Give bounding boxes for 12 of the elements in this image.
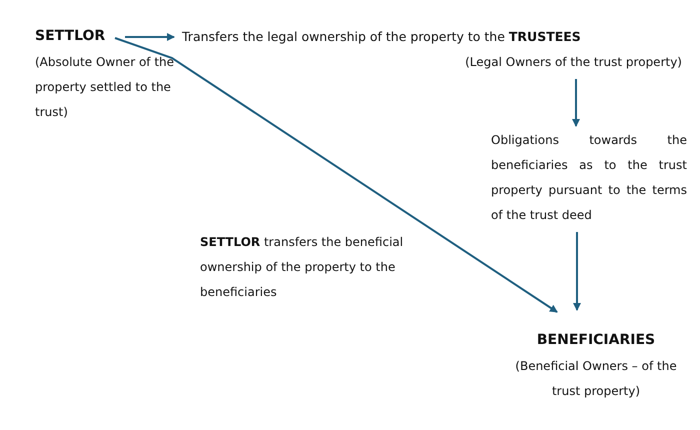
party-heading: SETTLOR <box>35 28 106 44</box>
party-note: (Beneficial Owners – of the trust property) <box>514 358 678 400</box>
obligation-text: Obligations towards the beneficiaries as to the trust property pursuant to the terms of the trust deed <box>491 132 687 224</box>
party-note: (Legal Owners of the trust property) <box>464 54 682 71</box>
arrow <box>573 232 581 311</box>
party-heading: BENEFICIARIES <box>536 332 656 348</box>
party-note: (Absolute Owner of the property settled to the trust) <box>35 54 176 121</box>
transfer-text: Transfers the legal ownership of the property to the TRUSTEES <box>182 28 582 46</box>
note-text: SETTLOR transfers the beneficial ownership of the property to the beneficiaries <box>200 234 404 301</box>
arrow <box>125 33 175 41</box>
arrow <box>572 79 580 127</box>
arrow <box>114 37 558 313</box>
